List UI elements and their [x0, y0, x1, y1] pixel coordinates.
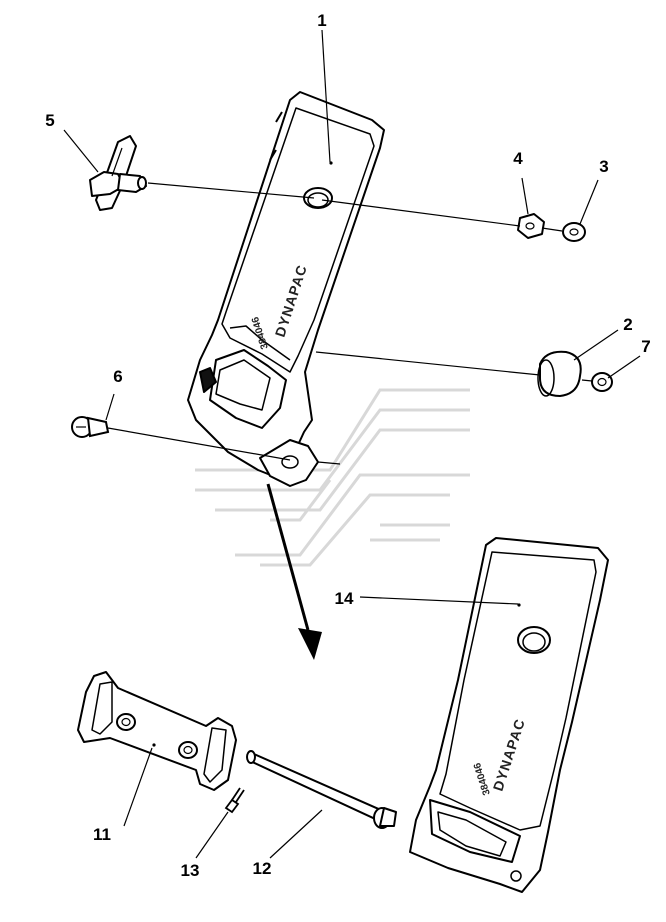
callout-12: 12: [253, 859, 272, 878]
washer-part-3: [562, 222, 586, 242]
pin-part-12: [246, 750, 397, 829]
callout-3: 3: [599, 157, 608, 176]
pedal-part-14: [409, 537, 609, 893]
nut-part-4: [517, 213, 545, 239]
screw-part-6: [71, 416, 110, 438]
callout-11: 11: [93, 825, 111, 844]
leader-lines: [63, 29, 641, 859]
callout-13: 13: [181, 861, 200, 880]
callout-4: 4: [513, 149, 523, 168]
callout-7: 7: [641, 337, 650, 356]
bracket-part-11: [77, 671, 237, 791]
stop-part-2: [537, 350, 582, 398]
washer-part-7: [591, 372, 613, 392]
watermark-logo: [195, 388, 470, 567]
callout-2: 2: [623, 315, 632, 334]
wing-bolt-part-5: [89, 135, 147, 211]
pedal-part-1: [187, 91, 385, 487]
assembly-direction-arrow: [266, 483, 322, 660]
callout-6: 6: [113, 367, 122, 386]
callout-1: 1: [317, 11, 326, 30]
split-pin-part-13: [224, 787, 245, 814]
callout-5: 5: [45, 111, 54, 130]
callout-14: 14: [335, 589, 354, 608]
